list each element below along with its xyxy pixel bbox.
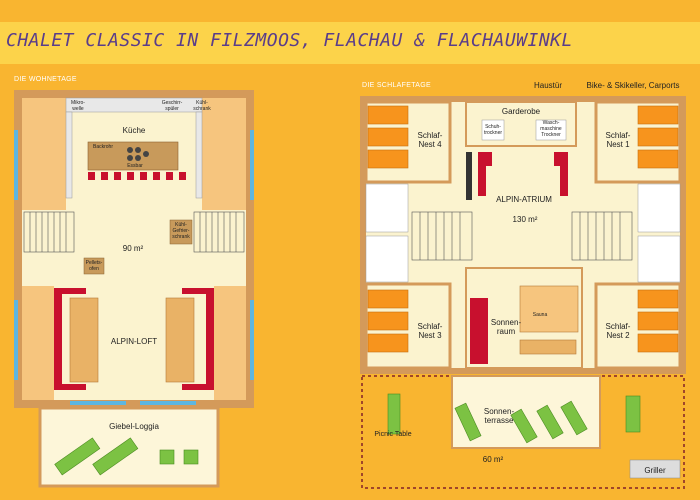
atrium-area-label: 130 m² [512,215,538,224]
bar-stools [88,172,186,180]
kitchen-island [87,141,179,171]
garderobe-label: Garderobe [501,107,541,116]
right-floor-plan [360,96,686,489]
alpin-loft-label: ALPIN-LOFT [110,337,158,346]
window [14,130,18,200]
kuehlschrank-label: Kühl-schrank [193,100,211,112]
stairs-right-plan [411,211,633,261]
sauna-lounger [519,339,577,355]
cooktop-burner [135,147,141,153]
window [250,300,254,380]
schuhtrockner-label: Schuh-trockner [483,124,503,136]
kuehl-gefrierschrank-label: Kühl-Gefrier-schrank [172,222,190,240]
schlaf-nest-2-label: Schlaf-Nest 2 [605,322,631,340]
kitchen-counter-right [195,111,203,199]
stairs-left [23,211,75,253]
griller-label: Griller [644,466,666,475]
left-wing-bottom-left [22,286,54,400]
sofa-left [54,288,86,390]
schlafetage-label: DIE SCHLAFETAGE [362,82,431,89]
terrace-outline [361,375,685,489]
kitchen-counter-left [65,111,73,199]
coffee-table-left [69,297,99,383]
window [14,300,18,380]
shoe-dryer [481,119,505,141]
sonnenraum-label: Sonnen-raum [490,318,522,336]
living-area-label: 90 m² [122,244,144,253]
washing-machine [535,119,567,141]
cooktop-burner [135,155,141,161]
cooktop-burner [127,147,133,153]
mikrowelle-label: Mikro-welle [71,100,85,112]
left-wing-top-right [202,98,246,210]
wohnetage-label: DIE WOHNETAGE [14,76,77,83]
cooktop-burner [127,155,133,161]
sauna-cabin [519,285,579,333]
kueche-label: Küche [122,126,146,135]
fridge-freezer [169,219,193,245]
schlaf-nest-3-label: Schlaf-Nest 3 [417,322,443,340]
atrium-fireplace [466,152,472,200]
cooktop-burner [143,151,149,157]
left-wing-top-left [22,98,66,210]
stairs-right [193,211,245,253]
beds [367,105,679,353]
griller-box [629,459,681,479]
schlaf-nest-4-label: Schlaf-Nest 4 [417,131,443,149]
haustuer-label: Haustür [533,81,562,90]
pellet-stove [83,257,105,275]
pelletsofen-label: Pellets-ofen [85,260,103,272]
terrace-area-label: 60 m² [482,455,504,464]
sonnenraum-bench [470,298,488,364]
schlaf-nest-1-label: Schlaf-Nest 1 [605,131,631,149]
window [70,401,126,405]
bathrooms [365,183,681,283]
atrium-sofa-right [554,152,568,196]
loggia-loungers [54,437,199,476]
essbar-label: Essbar [127,163,143,169]
left-wing-bottom-right [214,286,246,400]
page-title: CHALET CLASSIC IN FILZMOOS, FLACHAU & FL… [6,30,573,51]
kitchen-counter-top [65,97,203,113]
title-banner: CHALET CLASSIC IN FILZMOOS, FLACHAU & FL… [0,22,700,64]
sonnenterrasse-label: Sonnen-terrasse [483,407,515,425]
geschirrspueler-label: Geschirr-spüler [161,100,183,112]
alpin-atrium-label: ALPIN-ATRIUM [496,195,552,204]
giebel-loggia-label: Giebel-Loggia [109,422,159,431]
bike-skikeller-label: Bike- & Skikeller, Carports [586,81,680,90]
terrace-loungers [387,393,641,444]
atrium-sofa-left [478,152,492,196]
backrohr-label: Backrohr [92,144,113,150]
sauna-label: Sauna [532,312,548,318]
picnic-table-label: Picnic Table [374,431,412,438]
window [140,401,196,405]
sofa-right [182,288,214,390]
left-floor-plan [14,90,254,488]
coffee-table-right [165,297,195,383]
window [250,130,254,200]
